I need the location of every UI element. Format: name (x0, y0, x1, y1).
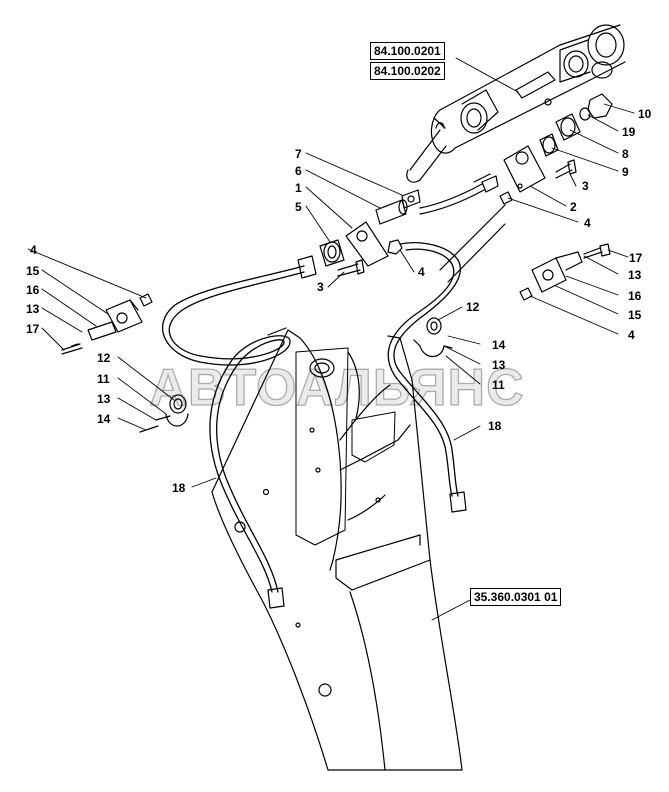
callout-16-right: 16 (628, 289, 642, 303)
pipe-clip-right (413, 317, 453, 358)
callout-6: 6 (295, 164, 302, 178)
callout-10: 10 (638, 107, 652, 121)
callout-12-left: 12 (97, 351, 111, 365)
callout-11-right: 11 (492, 378, 505, 392)
callout-17-left: 17 (26, 322, 40, 336)
hose-left (161, 255, 317, 609)
callout-16-left: 16 (26, 283, 40, 297)
callout-13-left: 13 (26, 302, 40, 316)
callout-4-right: 4 (584, 216, 591, 230)
callout-4-center: 4 (418, 265, 425, 279)
callout-3-left: 3 (317, 280, 324, 294)
pipe-clip-left (139, 394, 189, 433)
callout-4-far-right: 4 (628, 328, 635, 342)
ref-code-boom[interactable]: 35.360.0301 01 (470, 588, 562, 606)
boom-arm (211, 327, 463, 771)
callout-18-right: 18 (488, 419, 502, 433)
callout-14-left: 14 (97, 412, 111, 426)
leader-lines (27, 57, 635, 621)
clamp-right (519, 243, 611, 301)
ref-code-cylinder-a[interactable]: 84.100.0201 (370, 42, 445, 60)
callout-15-right: 15 (628, 308, 642, 322)
callout-15-left: 15 (26, 264, 40, 278)
callout-12-right: 12 (466, 300, 480, 314)
callout-8: 8 (622, 147, 629, 161)
upper-hose (419, 175, 499, 215)
hydraulic-cylinder (406, 24, 626, 283)
callout-17-right: 17 (629, 251, 643, 265)
callout-19: 19 (622, 125, 636, 139)
clamp-left (61, 293, 153, 355)
callout-9: 9 (622, 165, 629, 179)
callout-1: 1 (295, 181, 302, 195)
callout-2: 2 (570, 200, 577, 214)
hose-right (387, 242, 467, 513)
callout-7: 7 (295, 147, 302, 161)
callout-11-left: 11 (97, 372, 110, 386)
callout-14-right: 14 (492, 338, 506, 352)
callout-13-clip-left: 13 (97, 392, 111, 406)
callout-13-clip-right: 13 (492, 358, 506, 372)
fitting-parts (319, 93, 613, 277)
callout-3-right: 3 (582, 179, 589, 193)
callout-13-right: 13 (628, 268, 642, 282)
callout-4-left: 4 (30, 243, 37, 257)
callout-18-left: 18 (172, 481, 186, 495)
callout-5: 5 (295, 200, 302, 214)
ref-code-cylinder-b[interactable]: 84.100.0202 (370, 62, 445, 80)
